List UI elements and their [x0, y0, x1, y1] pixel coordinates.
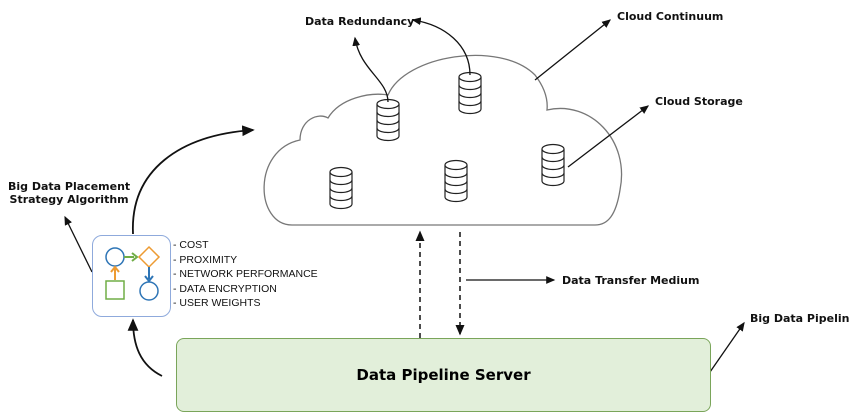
flowchart-icon [105, 245, 161, 301]
arrow-redundancy-2 [411, 17, 471, 76]
database-icon [458, 71, 482, 115]
label-cloud-continuum: Cloud Continuum [617, 10, 724, 23]
criterion: - PROXIMITY [173, 253, 238, 266]
algorithm-box [92, 235, 171, 317]
criterion: - DATA ENCRYPTION [173, 282, 277, 295]
label-line: Strategy Algorithm [9, 193, 129, 206]
criterion: - USER WEIGHTS [173, 297, 261, 309]
label-data-redundancy: Data Redundancy [305, 15, 415, 28]
cloud-shape [263, 54, 623, 226]
label-line: Big Data Placement [8, 180, 131, 193]
arrow-cloud-continuum [534, 19, 612, 81]
arrow-server-to-algo [127, 318, 163, 377]
arrow-placement-label [64, 215, 93, 273]
database-icon [376, 98, 400, 142]
arrow-cloud-storage [567, 105, 650, 168]
arrow-big-data-pipeline [709, 321, 745, 373]
arrow-algo-to-cloud [132, 125, 255, 235]
label-data-transfer: Data Transfer Medium [562, 274, 700, 287]
arrow-redundancy-1 [352, 36, 389, 103]
criterion: - NETWORK PERFORMANCE [173, 268, 318, 280]
database-icon [329, 166, 353, 210]
server-label: Data Pipeline Server [356, 366, 531, 384]
database-icon [541, 143, 565, 187]
database-icon [444, 159, 468, 203]
label-cloud-storage: Cloud Storage [655, 95, 743, 108]
criteria-list: - COST - PROXIMITY - NETWORK PERFORMANCE… [173, 238, 318, 311]
criterion: - COST [173, 239, 209, 251]
label-big-data-pipeline: Big Data Pipeline [750, 312, 850, 325]
data-pipeline-server: Data Pipeline Server [176, 338, 711, 412]
